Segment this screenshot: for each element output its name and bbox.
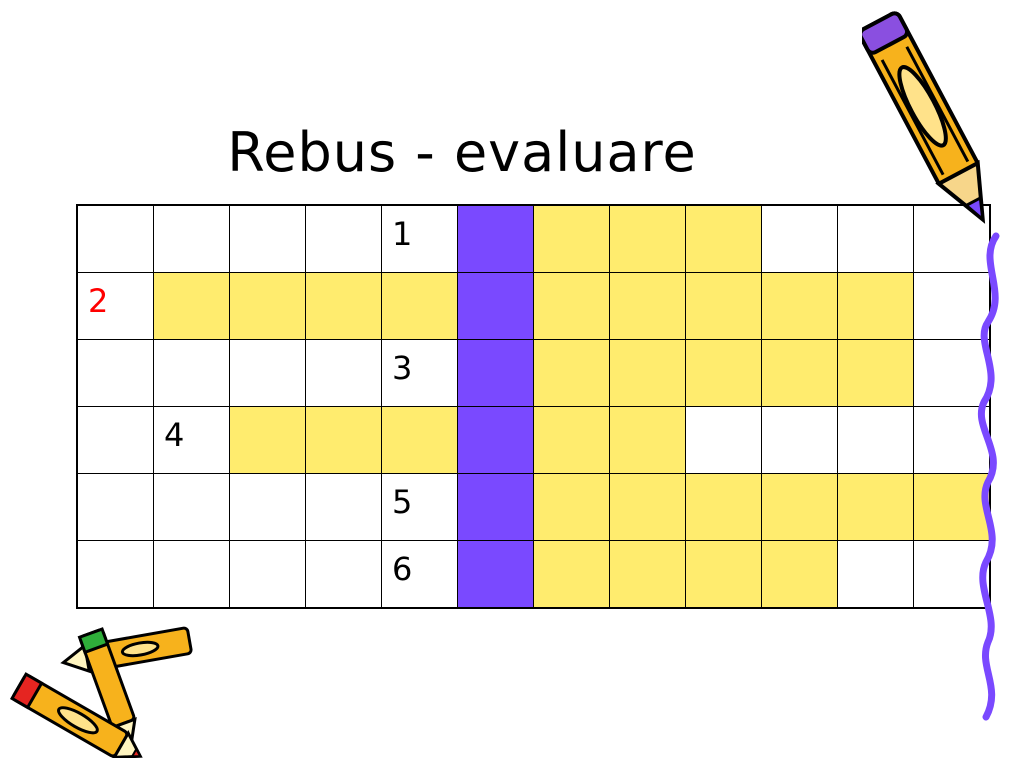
empty-cell xyxy=(685,406,762,474)
answer-cell xyxy=(761,339,838,407)
slide-title: Rebus - evaluare xyxy=(227,121,697,184)
clue-number: 1 xyxy=(392,215,413,253)
empty-cell xyxy=(229,204,306,273)
empty-cell xyxy=(153,540,230,609)
answer-cell xyxy=(837,473,914,541)
empty-cell xyxy=(76,473,154,541)
clue-number: 5 xyxy=(392,483,413,521)
answer-cell xyxy=(381,272,458,340)
crayons-icon xyxy=(9,626,193,758)
empty-cell xyxy=(153,204,230,273)
empty-cell xyxy=(229,473,306,541)
crossword-row: 2 xyxy=(76,272,991,340)
empty-cell xyxy=(761,204,838,273)
answer-cell xyxy=(685,339,762,407)
empty-cell xyxy=(837,204,914,273)
empty-cell xyxy=(305,339,382,407)
empty-cell xyxy=(153,473,230,541)
answer-cell xyxy=(153,272,230,340)
answer-cell xyxy=(837,272,914,340)
crossword-row: 1 xyxy=(76,204,991,273)
empty-cell xyxy=(913,272,991,340)
empty-cell xyxy=(76,339,154,407)
empty-cell xyxy=(305,473,382,541)
answer-cell xyxy=(685,272,762,340)
crossword-row: 6 xyxy=(76,540,991,609)
answer-cell xyxy=(685,473,762,541)
answer-cell xyxy=(761,540,838,609)
key-column-cell xyxy=(457,540,534,609)
clue-number: 2 xyxy=(88,282,109,320)
crossword-grid: 1 2 3 4 5 6 xyxy=(76,204,991,609)
key-column-cell xyxy=(457,473,534,541)
empty-cell xyxy=(76,406,154,474)
empty-cell xyxy=(913,339,991,407)
empty-cell xyxy=(229,540,306,609)
crossword-row: 4 xyxy=(76,406,991,474)
answer-cell xyxy=(685,204,762,273)
crossword-row: 3 xyxy=(76,339,991,407)
key-column-cell xyxy=(457,204,534,273)
empty-cell: 1 xyxy=(381,204,458,273)
empty-cell xyxy=(153,339,230,407)
pencil-icon xyxy=(862,11,986,224)
empty-cell xyxy=(305,204,382,273)
empty-cell xyxy=(229,339,306,407)
empty-cell: 6 xyxy=(381,540,458,609)
answer-cell xyxy=(837,339,914,407)
answer-cell xyxy=(229,406,306,474)
answer-cell xyxy=(305,406,382,474)
answer-cell xyxy=(305,272,382,340)
empty-cell: 4 xyxy=(153,406,230,474)
answer-cell xyxy=(533,473,610,541)
answer-cell xyxy=(533,272,610,340)
empty-cell: 5 xyxy=(381,473,458,541)
clue-number: 6 xyxy=(392,550,413,588)
answer-cell xyxy=(609,540,686,609)
answer-cell xyxy=(533,204,610,273)
clue-number: 4 xyxy=(164,416,185,454)
empty-cell xyxy=(76,540,154,609)
empty-cell xyxy=(913,540,991,609)
answer-cell xyxy=(533,540,610,609)
empty-cell xyxy=(913,406,991,474)
empty-cell xyxy=(837,540,914,609)
answer-cell xyxy=(609,339,686,407)
clue-number: 3 xyxy=(392,349,413,387)
squiggle-line xyxy=(977,232,1000,721)
empty-cell xyxy=(761,406,838,474)
answer-cell xyxy=(381,406,458,474)
answer-cell xyxy=(913,473,991,541)
crossword-row: 5 xyxy=(76,473,991,541)
empty-cell: 3 xyxy=(381,339,458,407)
empty-cell: 2 xyxy=(76,272,154,340)
empty-cell xyxy=(76,204,154,273)
answer-cell xyxy=(533,339,610,407)
empty-cell xyxy=(305,540,382,609)
answer-cell xyxy=(533,406,610,474)
answer-cell xyxy=(609,272,686,340)
answer-cell xyxy=(609,204,686,273)
answer-cell xyxy=(685,540,762,609)
empty-cell xyxy=(837,406,914,474)
key-column-cell xyxy=(457,406,534,474)
answer-cell xyxy=(609,473,686,541)
key-column-cell xyxy=(457,272,534,340)
key-column-cell xyxy=(457,339,534,407)
answer-cell xyxy=(761,272,838,340)
answer-cell xyxy=(229,272,306,340)
answer-cell xyxy=(609,406,686,474)
answer-cell xyxy=(761,473,838,541)
